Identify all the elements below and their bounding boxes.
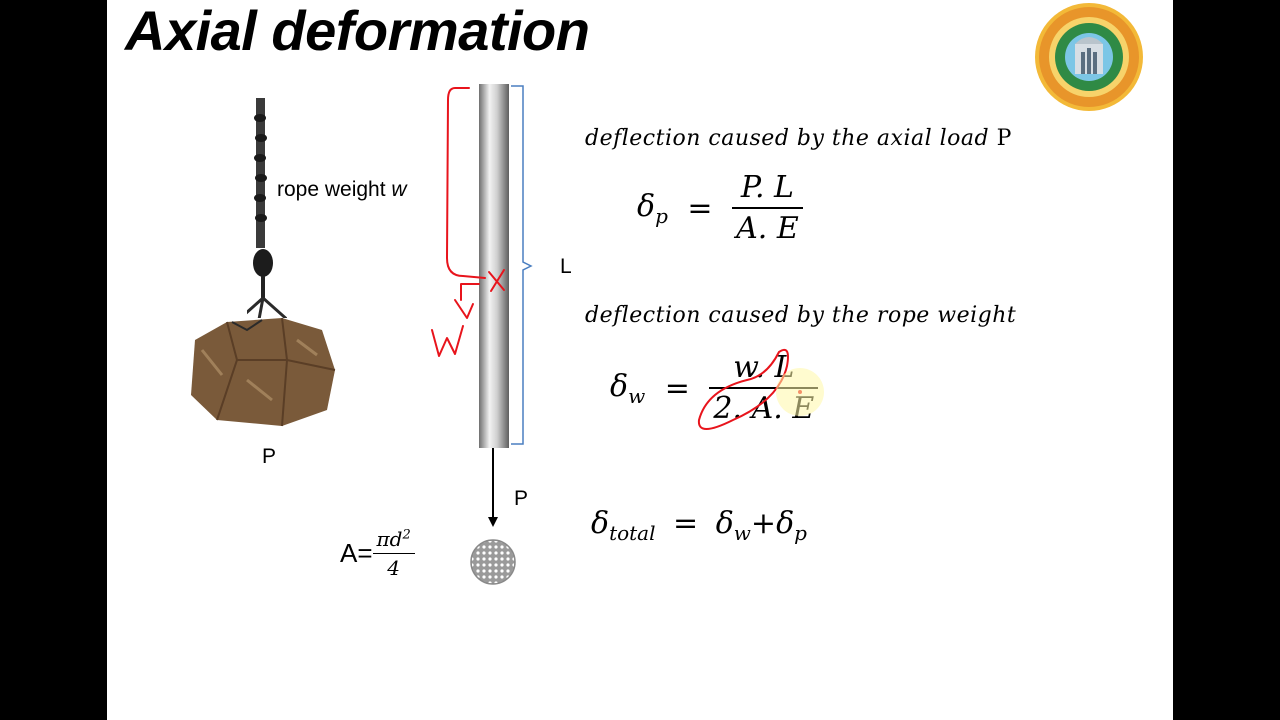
- length-label: L: [560, 255, 572, 278]
- stone-load-label: P: [262, 445, 277, 468]
- rope-image: [247, 98, 287, 318]
- rope-weight-label: rope weight w: [277, 178, 407, 201]
- stone-image: [191, 317, 336, 427]
- slide: Axial deformation rope weight w P: [107, 0, 1173, 720]
- slide-title: Axial deformation: [125, 0, 590, 62]
- cross-section-circle: [470, 539, 516, 585]
- eq2-caption: deflection caused by the rope weight: [585, 303, 1017, 328]
- pen-annotations: [431, 87, 824, 430]
- eq1-caption: deflection caused by the axial load P: [585, 126, 1012, 151]
- rod-bar: [479, 84, 533, 527]
- university-logo: [1035, 3, 1143, 111]
- eq3-formula: δtotal = δw+δp: [591, 506, 807, 545]
- arrow-load-label: P: [514, 487, 529, 510]
